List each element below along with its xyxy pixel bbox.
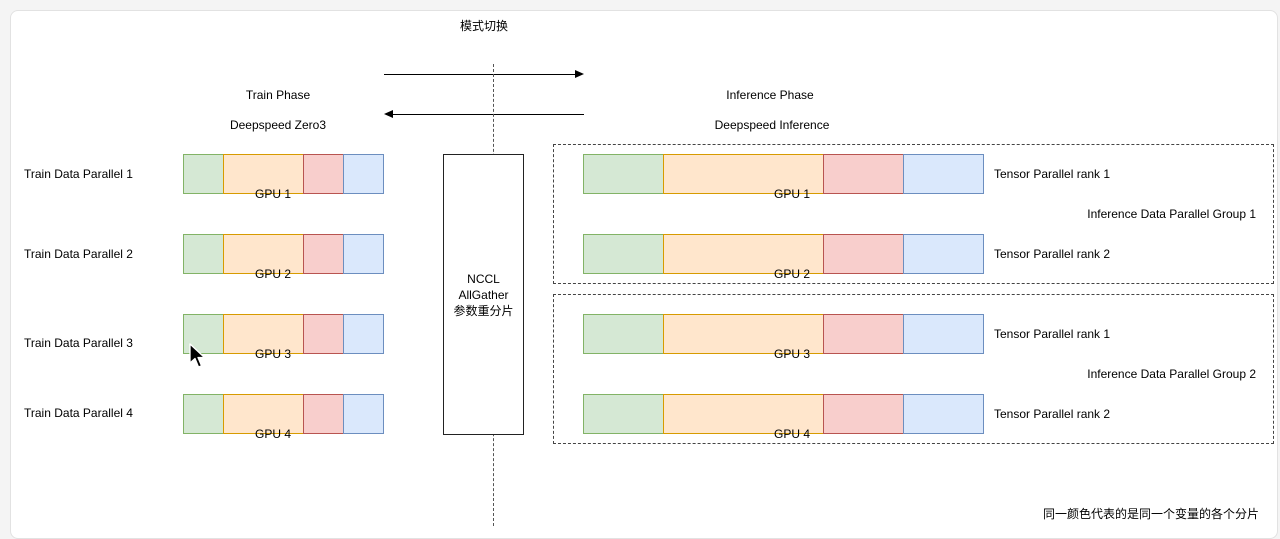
shard-blue — [343, 314, 384, 354]
inference-gpu-shards — [583, 234, 984, 274]
shard-green — [183, 394, 224, 434]
shard-blue — [343, 234, 384, 274]
train-row-label: Train Data Parallel 4 — [24, 406, 133, 420]
shard-green — [583, 314, 664, 354]
shard-green — [183, 314, 224, 354]
tensor-rank-label: Tensor Parallel rank 2 — [994, 407, 1111, 421]
inference-group-box — [553, 294, 1274, 444]
shard-green — [583, 394, 664, 434]
gpu-label: GPU 1 — [773, 187, 811, 201]
shard-green — [183, 154, 224, 194]
shard-orange — [223, 154, 304, 194]
gpu-label: GPU 4 — [254, 427, 292, 441]
gpu-label: GPU 2 — [254, 267, 292, 281]
tensor-rank-label: Tensor Parallel rank 1 — [994, 167, 1111, 181]
gpu-label: GPU 3 — [773, 347, 811, 361]
train-gpu-shards — [183, 394, 384, 434]
shard-red — [303, 314, 344, 354]
mode-switch-label: 模式切换 — [459, 19, 509, 33]
reshard-label: 参数重分片 — [453, 303, 514, 318]
shard-blue — [903, 154, 984, 194]
shard-red — [823, 314, 904, 354]
color-legend-note: 同一颜色代表的是同一个变量的各个分片 — [1042, 507, 1259, 521]
shard-orange — [663, 314, 824, 354]
gpu-label: GPU 2 — [773, 267, 811, 281]
train-row-label: Train Data Parallel 3 — [24, 336, 133, 350]
shard-green — [583, 234, 664, 274]
arrow-to-train — [384, 110, 584, 118]
shard-orange — [663, 394, 824, 434]
inference-engine-label: Deepspeed Inference — [714, 118, 830, 132]
gpu-label: GPU 1 — [254, 187, 292, 201]
arrow-to-inference — [384, 70, 584, 78]
shard-green — [183, 234, 224, 274]
inference-group-label: Inference Data Parallel Group 1 — [1087, 207, 1256, 221]
mouse-cursor-icon — [189, 343, 206, 368]
train-gpu-shards — [183, 234, 384, 274]
inference-group-box — [553, 144, 1274, 284]
tensor-rank-label: Tensor Parallel rank 1 — [994, 327, 1111, 341]
shard-blue — [343, 394, 384, 434]
inference-gpu-shards — [583, 314, 984, 354]
shard-green — [583, 154, 664, 194]
train-phase-label: Train Phase — [245, 88, 311, 102]
train-engine-label: Deepspeed Zero3 — [229, 118, 327, 132]
train-row-label: Train Data Parallel 2 — [24, 247, 133, 261]
inference-gpu-shards — [583, 154, 984, 194]
train-gpu-shards — [183, 154, 384, 194]
inference-gpu-shards — [583, 394, 984, 434]
train-row-label: Train Data Parallel 1 — [24, 167, 133, 181]
shard-orange — [223, 234, 304, 274]
nccl-allgather-box: NCCL AllGather 参数重分片 — [443, 154, 524, 435]
shard-red — [823, 234, 904, 274]
shard-blue — [343, 154, 384, 194]
shard-red — [303, 154, 344, 194]
shard-orange — [223, 314, 304, 354]
inference-phase-label: Inference Phase — [726, 88, 814, 102]
shard-orange — [663, 154, 824, 194]
shard-red — [303, 394, 344, 434]
shard-red — [823, 394, 904, 434]
gpu-label: GPU 4 — [773, 427, 811, 441]
gpu-label: GPU 3 — [254, 347, 292, 361]
shard-blue — [903, 234, 984, 274]
shard-blue — [903, 314, 984, 354]
tensor-rank-label: Tensor Parallel rank 2 — [994, 247, 1111, 261]
train-gpu-shards — [183, 314, 384, 354]
allgather-label: AllGather — [458, 287, 509, 302]
inference-group-label: Inference Data Parallel Group 2 — [1087, 367, 1256, 381]
nccl-label: NCCL — [467, 271, 500, 286]
shard-red — [303, 234, 344, 274]
diagram-canvas: 模式切换 Train Phase Deepspeed Zero3 Inferen… — [10, 10, 1278, 539]
shard-red — [823, 154, 904, 194]
shard-blue — [903, 394, 984, 434]
shard-orange — [663, 234, 824, 274]
